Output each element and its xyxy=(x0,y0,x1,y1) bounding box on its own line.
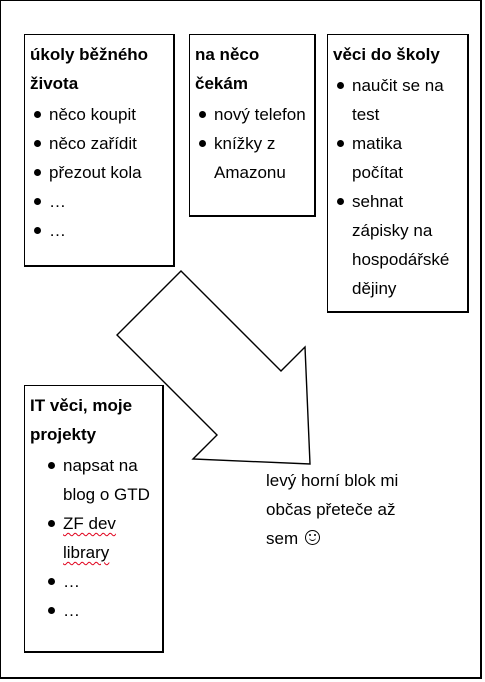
bullet-icon xyxy=(34,111,41,118)
bullet-icon xyxy=(48,462,55,469)
it-projects-list: napsat na blog o GTD ZF dev library … … xyxy=(30,451,158,625)
smiley-face-icon xyxy=(304,530,320,545)
bullet-icon xyxy=(337,82,344,89)
daily-tasks-box: úkoly běžného života něco koupit něco za… xyxy=(24,34,175,267)
bullet-icon xyxy=(34,169,41,176)
bullet-icon xyxy=(199,111,206,118)
list-item: něco koupit xyxy=(30,100,169,129)
bullet-icon xyxy=(34,227,41,234)
it-projects-box: IT věci, moje projekty napsat na blog o … xyxy=(24,385,164,653)
list-item: napsat na blog o GTD xyxy=(44,451,158,509)
list-item: … xyxy=(44,567,158,596)
waiting-for-box: na něco čekám nový telefon knížky z Amaz… xyxy=(189,34,316,217)
list-item: nový telefon xyxy=(195,100,310,129)
bullet-icon xyxy=(48,520,55,527)
bullet-icon xyxy=(48,607,55,614)
overflow-note: levý horní blok mi občas přeteče až sem xyxy=(266,466,406,553)
list-item: ZF dev library xyxy=(44,509,158,567)
list-item: … xyxy=(30,187,169,216)
school-list: naučit se na test matika počítat sehnat … xyxy=(333,71,463,303)
list-item: matika počítat xyxy=(333,129,463,187)
school-box: věci do školy naučit se na test matika p… xyxy=(327,34,469,313)
list-item: přezout kola xyxy=(30,158,169,187)
bullet-icon xyxy=(34,140,41,147)
list-item: sehnat zápisky na hospodářské dějiny xyxy=(333,187,463,303)
list-item: naučit se na test xyxy=(333,71,463,129)
bullet-icon xyxy=(337,140,344,147)
bullet-icon xyxy=(337,198,344,205)
list-item: … xyxy=(44,596,158,625)
bullet-icon xyxy=(48,578,55,585)
overflow-note-text: levý horní blok mi občas přeteče až sem xyxy=(266,471,399,548)
list-item: … xyxy=(30,216,169,245)
bullet-icon xyxy=(199,140,206,147)
list-item: něco zařídit xyxy=(30,129,169,158)
bullet-icon xyxy=(34,198,41,205)
daily-tasks-list: něco koupit něco zařídit přezout kola … … xyxy=(30,100,169,245)
waiting-for-heading: na něco čekám xyxy=(195,45,260,93)
it-projects-heading: IT věci, moje projekty xyxy=(30,396,133,444)
waiting-for-list: nový telefon knížky z Amazonu xyxy=(195,100,310,187)
list-item: knížky z Amazonu xyxy=(195,129,310,187)
school-heading: věci do školy xyxy=(333,45,440,64)
daily-tasks-heading: úkoly běžného života xyxy=(30,45,149,93)
